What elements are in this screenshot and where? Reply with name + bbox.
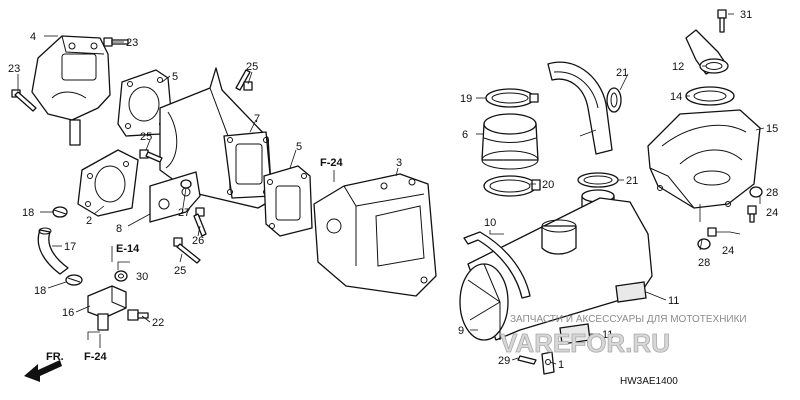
- label-part-17: 17: [64, 241, 76, 253]
- label-part-15: 15: [766, 123, 778, 135]
- part-19-clamp: [485, 88, 539, 108]
- label-part-21-upper: 21: [616, 67, 628, 79]
- label-part-23-left: 23: [8, 63, 20, 75]
- ref-f24-bottom: F-24: [84, 351, 108, 363]
- front-arrow-label: FR.: [46, 351, 64, 363]
- part-25-bolt-mid: [139, 149, 163, 163]
- label-part-8: 8: [116, 223, 122, 235]
- label-part-21-lower: 21: [626, 175, 638, 187]
- part-14-grommet: [685, 86, 735, 106]
- part-8-bracket: [149, 171, 201, 223]
- label-part-23-top: 23: [126, 37, 138, 49]
- part-30-washer: [114, 270, 128, 282]
- label-part-25-lower: 25: [174, 265, 186, 277]
- diagram-code: HW3AE1400: [620, 376, 678, 387]
- part-5-gasket-upper: [117, 69, 173, 137]
- part-3-housing: [313, 173, 437, 297]
- ref-f24-top: F-24: [320, 157, 344, 169]
- part-16-joint: [87, 285, 127, 331]
- label-part-16: 16: [62, 307, 74, 319]
- part-18-clamp-lower: [65, 274, 83, 286]
- part-23-bolt-left: [11, 89, 37, 112]
- label-part-18-lower: 18: [34, 285, 46, 297]
- label-part-11-lower: 11: [602, 329, 613, 341]
- label-part-10: 10: [484, 217, 496, 229]
- label-part-22: 22: [152, 317, 164, 329]
- label-part-29: 29: [498, 355, 510, 367]
- label-part-28-lower: 28: [698, 257, 710, 269]
- part-11-pad-lower: [559, 323, 591, 345]
- part-5-gasket-lower: [263, 165, 313, 237]
- part-29-clip: [517, 355, 537, 365]
- label-part-20: 20: [542, 179, 554, 191]
- label-part-18-upper: 18: [22, 207, 34, 219]
- part-26-bolt: [193, 207, 207, 237]
- label-part-24-right: 24: [766, 207, 778, 219]
- label-part-2: 2: [86, 215, 92, 227]
- watermark-text: ЗАПЧАСТИ И АКСЕССУАРЫ ДЛЯ МОТОТЕХНИКИ: [510, 314, 747, 325]
- label-part-3: 3: [396, 157, 402, 169]
- part-4-housing: [31, 35, 111, 146]
- watermark-logo: VAREFOR.RU: [500, 328, 670, 358]
- label-part-12: 12: [672, 61, 684, 73]
- part-12-elbow: [685, 29, 729, 75]
- label-part-25-top: 25: [246, 61, 258, 73]
- label-part-19: 19: [460, 93, 472, 105]
- label-part-11-upper: 11: [668, 295, 679, 307]
- part-31-screw: [717, 9, 727, 33]
- part-13-pipe: [547, 61, 613, 155]
- label-part-31: 31: [740, 9, 752, 21]
- part-28-grommet-right: [749, 186, 763, 198]
- label-part-28-right: 28: [766, 187, 778, 199]
- label-part-27: 27: [178, 207, 190, 219]
- part-11-pad-upper: [615, 281, 647, 303]
- part-25-bolt-top: [235, 69, 253, 91]
- part-21-clamp-upper: [606, 87, 622, 113]
- label-part-14: 14: [670, 91, 682, 103]
- label-part-30: 30: [136, 271, 148, 283]
- leader-lines: [17, 13, 765, 365]
- label-part-5-lower: 5: [296, 141, 302, 153]
- part-22-bolt: [127, 309, 149, 321]
- label-part-5-upper: 5: [172, 71, 178, 83]
- part-2-gasket: [77, 149, 139, 217]
- part-25-bolt-lower: [173, 237, 201, 264]
- part-15-cover: [647, 109, 761, 209]
- part-9-muffler: [459, 197, 653, 341]
- label-part-26: 26: [192, 235, 204, 247]
- part-6-joint: [481, 113, 539, 170]
- part-28-grommet-lower: [697, 238, 711, 250]
- part-20-clamp: [483, 175, 541, 197]
- part-10-strap: [463, 231, 531, 299]
- label-part-4: 4: [30, 31, 36, 43]
- part-7-chamber: [159, 67, 273, 209]
- part-24-bolt-lower: [707, 227, 717, 237]
- part-27-washer: [180, 179, 192, 189]
- label-part-6: 6: [462, 129, 468, 141]
- part-18-clamp-upper: [52, 206, 68, 218]
- part-24-bolt-right: [747, 205, 757, 223]
- part-21-clamp-lower: [577, 172, 619, 188]
- label-part-24-lower: 24: [722, 245, 734, 257]
- label-part-1: 1: [558, 359, 564, 371]
- label-part-9: 9: [458, 325, 464, 337]
- label-part-7: 7: [254, 113, 260, 125]
- ref-e14: E-14: [116, 243, 140, 255]
- front-direction-arrow: FR.: [24, 351, 64, 382]
- part-17-hose: [37, 227, 69, 275]
- label-part-25-mid: 25: [140, 131, 152, 143]
